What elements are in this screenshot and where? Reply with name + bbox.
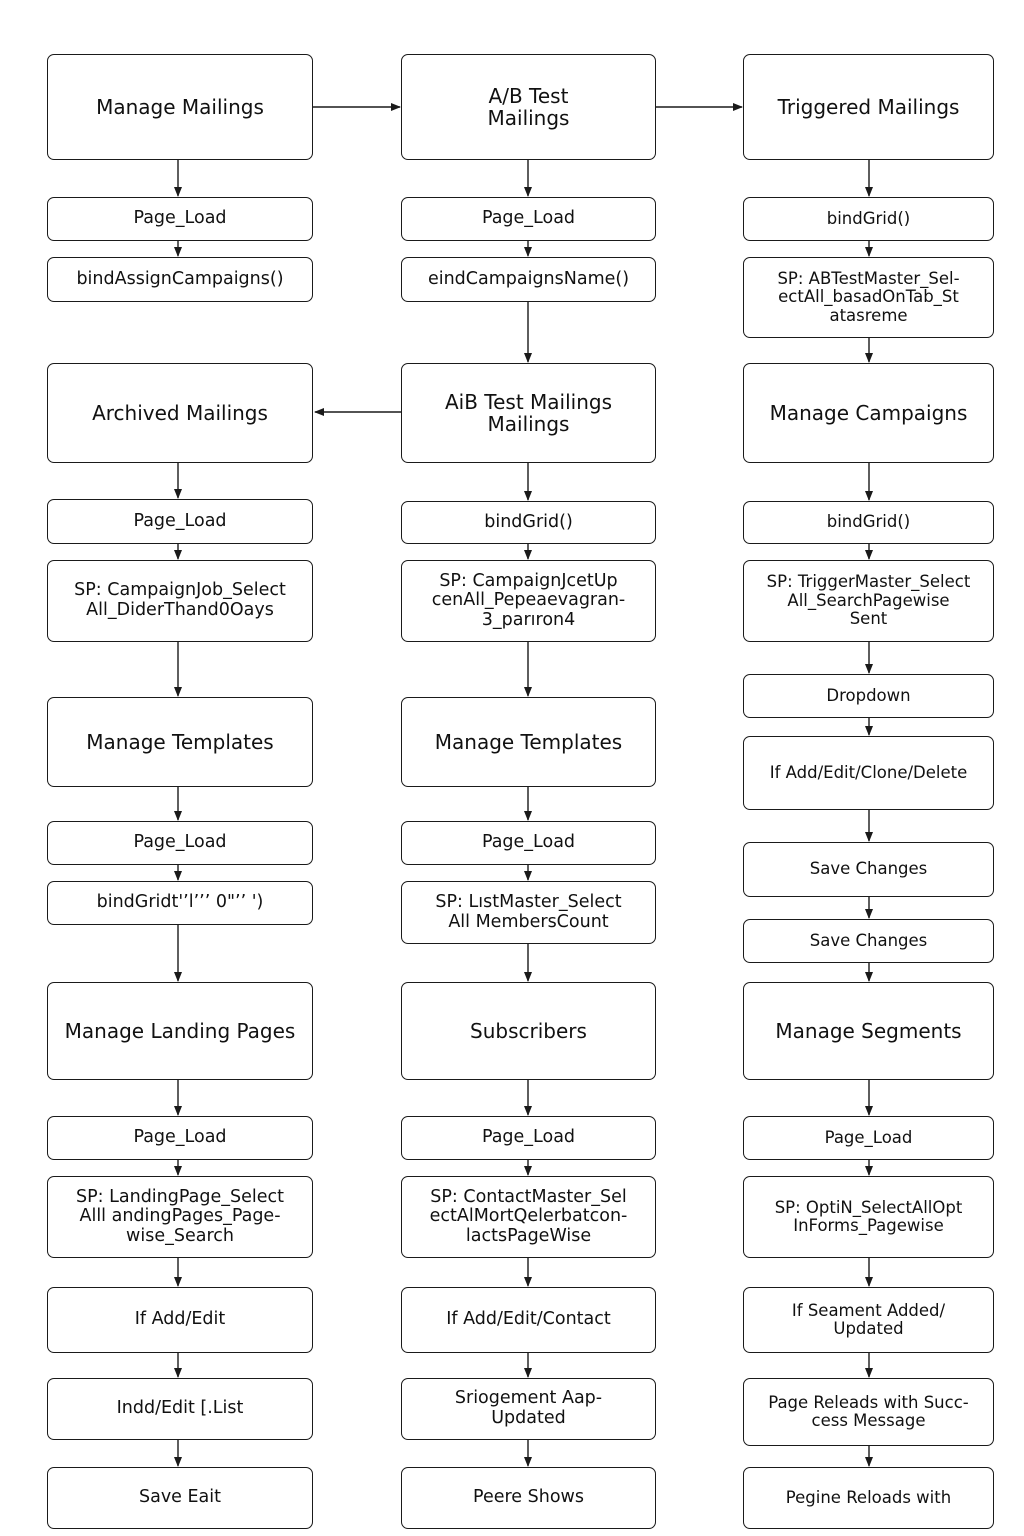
flow-node-col2-7: Manage Templates <box>401 697 656 787</box>
flow-node-col2-12: SP: ContactMaster_Sel ectAlMortQelerbatc… <box>401 1176 656 1258</box>
flow-node-col1-10: Manage Landing Pages <box>47 982 313 1080</box>
flow-node-col3-13: SP: OptiN_SelectAllOpt InForms_Pagewise <box>743 1176 994 1258</box>
flow-node-col2-4: AiB Test Mailings Mailings <box>401 363 656 463</box>
flow-node-col3-15: Page Releads with Succ- cess Message <box>743 1378 994 1446</box>
flow-node-label: Page_Load <box>481 832 576 853</box>
flow-node-col1-7: Manage Templates <box>47 697 313 787</box>
flow-node-col1-11: Page_Load <box>47 1116 313 1160</box>
flow-node-col1-5: Page_Load <box>47 499 313 544</box>
flow-node-col2-3: eindCampaignsName() <box>401 257 656 302</box>
flow-node-label: SP: LıstMaster_Select All MembersCount <box>435 891 622 932</box>
flow-node-label: Dropdown <box>826 685 911 705</box>
flow-node-col2-10: Subscribers <box>401 982 656 1080</box>
flow-node-label: Sriogement Aap- Updated <box>454 1388 603 1428</box>
flow-node-label: Peere Shows <box>473 1487 584 1508</box>
flow-node-label: If Seament Added/ Updated <box>791 1300 946 1338</box>
flow-node-col2-2: Page_Load <box>401 197 656 241</box>
flow-node-label: Manage Templates <box>434 729 623 754</box>
flow-node-col3-5: bindGrid() <box>743 501 994 544</box>
flow-node-col2-8: Page_Load <box>401 821 656 865</box>
flow-node-col1-8: Page_Load <box>47 821 313 865</box>
flow-node-col3-14: If Seament Added/ Updated <box>743 1287 994 1353</box>
flow-node-col1-6: SP: CampaignJob_Select All_DiderThand0Oa… <box>47 560 313 642</box>
flow-node-label: SP: CampaignJcetUp cenAll_Pepeaevagran- … <box>431 570 626 630</box>
flow-node-col1-2: Page_Load <box>47 197 313 241</box>
flow-node-label: SP: LandingPage_Select Alll andingPages_… <box>76 1186 284 1246</box>
flow-node-label: Save Eait <box>138 1487 222 1508</box>
flow-node-col3-9: Save Changes <box>743 842 994 897</box>
flow-node-col3-12: Page_Load <box>743 1116 994 1160</box>
flow-node-col2-6: SP: CampaignJcetUp cenAll_Pepeaevagran- … <box>401 560 656 642</box>
flow-node-col1-4: Archived Mailings <box>47 363 313 463</box>
flow-node-label: Pegine Reloads with <box>785 1487 952 1507</box>
flow-node-label: Indd/Edit [.List <box>116 1398 244 1419</box>
flow-node-col1-15: Save Eait <box>47 1467 313 1529</box>
flow-node-label: Manage Campaigns <box>769 400 968 425</box>
flow-node-col3-1: Triggered Mailings <box>743 54 994 160</box>
flow-node-label: eindCampaignsName() <box>427 268 630 289</box>
flow-node-col3-7: Dropdown <box>743 674 994 718</box>
flow-node-label: Triggered Mailings <box>777 94 960 119</box>
flow-node-label: AiB Test Mailings Mailings <box>444 389 613 436</box>
flow-node-label: If Add/Edit/Contact <box>446 1309 611 1330</box>
flow-node-label: SP: ABTestMaster_Sel- ectAll_basadOnTab_… <box>777 268 960 325</box>
flow-node-label: Manage Landing Pages <box>64 1018 296 1043</box>
flow-node-label: A/B Test Mailings <box>487 83 570 130</box>
flow-node-col2-13: If Add/Edit/Contact <box>401 1287 656 1353</box>
flow-node-label: bindGridt'’l’’’ 0"’’ ') <box>96 892 264 913</box>
flow-node-col1-9: bindGridt'’l’’’ 0"’’ ') <box>47 881 313 925</box>
flow-node-label: Save Changes <box>809 930 928 950</box>
flow-node-label: bindGrid() <box>484 511 573 532</box>
flow-node-label: bindAssignCampaigns() <box>76 268 284 289</box>
flow-node-label: Page_Load <box>481 208 576 229</box>
flow-node-col3-3: SP: ABTestMaster_Sel- ectAll_basadOnTab_… <box>743 257 994 338</box>
flow-node-label: If Add/Edit/Clone/Delete <box>769 762 968 782</box>
flow-node-col1-12: SP: LandingPage_Select Alll andingPages_… <box>47 1176 313 1258</box>
flow-node-label: SP: TriggerMaster_Select All_SearchPagew… <box>766 572 971 629</box>
flow-node-col3-8: If Add/Edit/Clone/Delete <box>743 736 994 810</box>
flow-node-label: bindGrid() <box>826 512 911 532</box>
flow-node-label: bindGrid() <box>826 208 911 228</box>
flow-node-label: Manage Mailings <box>96 94 264 119</box>
flow-node-col2-15: Peere Shows <box>401 1467 656 1529</box>
flow-node-label: Page_Load <box>481 1127 576 1148</box>
flow-node-col2-1: A/B Test Mailings <box>401 54 656 160</box>
flow-node-label: SP: CampaignJob_Select All_DiderThand0Oa… <box>74 580 286 620</box>
flow-node-col1-13: If Add/Edit <box>47 1287 313 1353</box>
flow-node-col2-14: Sriogement Aap- Updated <box>401 1378 656 1440</box>
flow-node-col3-6: SP: TriggerMaster_Select All_SearchPagew… <box>743 560 994 642</box>
flow-node-label: SP: ContactMaster_Sel ectAlMortQelerbatc… <box>429 1186 628 1246</box>
flow-node-label: Page_Load <box>824 1127 913 1147</box>
flow-node-label: Page Releads with Succ- cess Message <box>768 1392 969 1430</box>
flow-node-col2-5: bindGrid() <box>401 501 656 544</box>
flow-node-col3-16: Pegine Reloads with <box>743 1467 994 1529</box>
flow-node-label: Save Changes <box>809 859 928 879</box>
flow-node-label: Page_Load <box>133 1127 227 1148</box>
flow-node-label: Archived Mailings <box>92 400 268 425</box>
flow-node-label: Page_Load <box>133 832 227 853</box>
flow-node-label: Page_Load <box>133 510 227 531</box>
flow-node-col1-1: Manage Mailings <box>47 54 313 160</box>
flow-node-label: If Add/Edit <box>134 1309 226 1330</box>
flow-node-col3-10: Save Changes <box>743 919 994 963</box>
flow-node-label: Manage Templates <box>86 729 274 754</box>
flow-node-col2-11: Page_Load <box>401 1116 656 1160</box>
flow-node-label: Page_Load <box>133 208 227 229</box>
flow-node-label: Subscribers <box>470 1018 587 1043</box>
flow-node-label: Manage Segments <box>775 1018 962 1043</box>
flow-node-col3-11: Manage Segments <box>743 982 994 1080</box>
flow-node-col3-2: bindGrid() <box>743 197 994 241</box>
flow-node-col1-3: bindAssignCampaigns() <box>47 257 313 302</box>
flow-node-col2-9: SP: LıstMaster_Select All MembersCount <box>401 881 656 944</box>
flow-node-col1-14: Indd/Edit [.List <box>47 1378 313 1440</box>
flow-node-col3-4: Manage Campaigns <box>743 363 994 463</box>
flow-node-label: SP: OptiN_SelectAllOpt InForms_Pagewise <box>774 1197 963 1235</box>
